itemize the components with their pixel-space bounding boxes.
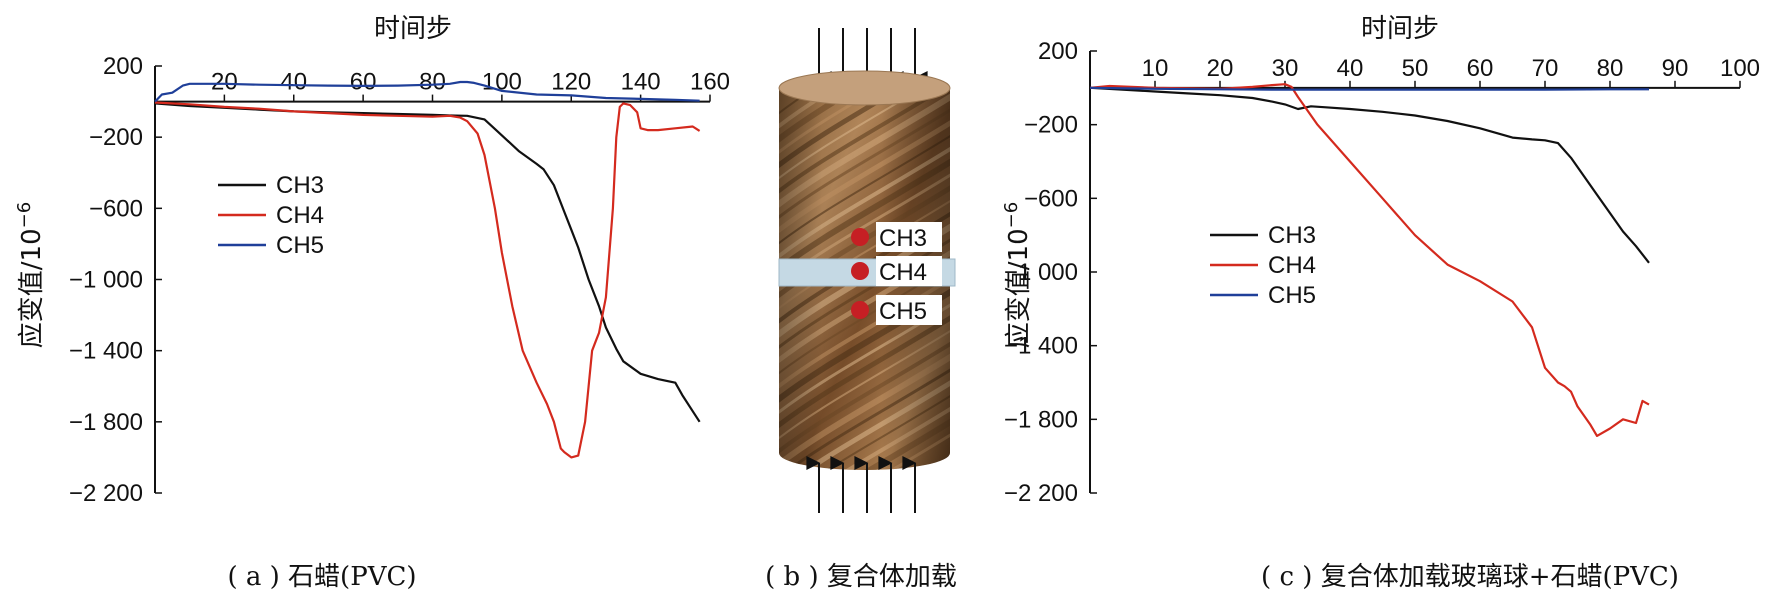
panel-a-x-tick-label: 60 (350, 69, 377, 96)
panel-c-y-tick-label: −2 200 (1004, 480, 1078, 507)
panel-c-x-tick-label: 60 (1467, 55, 1494, 82)
sensor-dot-ch3 (851, 228, 869, 246)
panel-c-series-ch3-line (1089, 86, 1650, 264)
panel-a-caption: ( a ) 石蜡(PVC) (227, 562, 416, 592)
panel-a-y-axis-title-base: 应变值/10 (17, 228, 47, 348)
panel-c-y-tick-label: −200 (1024, 112, 1078, 139)
panel-a-y-tick-label: −1 000 (69, 267, 143, 294)
panel-a-x-tick-label: 140 (621, 69, 661, 96)
sensor-dot-ch5 (851, 301, 869, 319)
panel-c-y-tick-labels: 200 −200 −600 −1 000 −1 400 −1 800 −2 200 (1004, 38, 1078, 507)
panel-c-legend-label-ch5: CH5 (1268, 282, 1316, 309)
panel-c-x-tick-label: 100 (1720, 55, 1760, 82)
panel-c-y-tick-label: −600 (1024, 185, 1078, 212)
panel-a-x-tick-label: 40 (280, 69, 307, 96)
panel-c-x-tick-label: 20 (1207, 55, 1234, 82)
panel-a-legend-label-ch5: CH5 (276, 232, 324, 259)
sensor-label-box-ch5 (876, 295, 942, 325)
panel-c-y-tick-label: −1 000 (1004, 259, 1078, 286)
panel-c-x-axis-title: 时间步 (1361, 14, 1439, 44)
sensor-label-ch4: CH4 (879, 259, 927, 286)
panel-c-x-tick-label: 40 (1337, 55, 1364, 82)
panel-c-series-ch5-line (1089, 86, 1649, 91)
panel-c-x-tick-labels: 10 20 30 40 50 60 70 80 90 100 (1142, 55, 1760, 82)
panel-a-x-tick-label: 160 (690, 69, 730, 96)
panel-c-y-axis-title-base: 应变值/10 (1004, 228, 1034, 348)
sensor-label-box-ch4 (876, 256, 942, 286)
panel-c-caption: ( c ) 复合体加载玻璃球+石蜡(PVC) (1261, 562, 1679, 592)
panel-a-x-tick-label: 80 (419, 69, 446, 96)
panel-a-y-tick-label: −1 400 (69, 338, 143, 365)
panel-c-y-axis-title: 应变值/10−6 (1001, 202, 1034, 348)
bottom-load-arrows (806, 456, 917, 513)
panel-b-caption: ( b ) 复合体加载 (765, 562, 957, 592)
panel-a-y-tick-marks (155, 65, 162, 494)
panel-c-series-lines (1089, 83, 1650, 437)
sensor-label-box-ch3 (876, 222, 942, 252)
panel-c-y-tick-label: 200 (1038, 38, 1078, 65)
panel-a-x-tick-label: 120 (551, 69, 591, 96)
panel-a-legend-label-ch3: CH3 (276, 172, 324, 199)
panel-a-x-tick-label: 20 (211, 69, 238, 96)
panel-c-series-ch4-line (1089, 83, 1650, 437)
sensor-dot-ch4 (851, 262, 869, 280)
panel-a-y-axis-title: 应变值/10−6 (14, 202, 47, 348)
panel-c-y-axis-title-exponent: −6 (1001, 202, 1022, 229)
sensor-label-ch5: CH5 (879, 298, 927, 325)
top-load-arrows (817, 28, 928, 85)
panel-a-y-tick-label: −600 (89, 195, 143, 222)
panel-a-y-tick-label: −2 200 (69, 480, 143, 507)
panel-c-x-tick-label: 30 (1272, 55, 1299, 82)
chart-panel-c: 时间步 10 20 30 40 50 60 70 80 90 100 200 −200 −600 −1 … (1001, 14, 1760, 592)
panel-c-x-tick-label: 80 (1597, 55, 1624, 82)
panel-a-y-tick-label: 200 (103, 53, 143, 80)
cylinder-top-face (778, 70, 951, 106)
panel-c-x-tick-label: 70 (1532, 55, 1559, 82)
panel-a-y-tick-label: −1 800 (69, 409, 143, 436)
panel-c-legend-label-ch3: CH3 (1268, 222, 1316, 249)
panel-c-legend-label-ch4: CH4 (1268, 252, 1316, 279)
panel-c-y-tick-marks (1090, 50, 1097, 494)
specimen-cylinder (778, 70, 956, 470)
panel-c-x-tick-label: 50 (1402, 55, 1429, 82)
panel-a-x-axis-title: 时间步 (374, 14, 452, 44)
panel-a-y-tick-labels: 200 −200 −600 −1 000 −1 400 −1 800 −2 200 (69, 53, 143, 507)
panel-a-y-axis-title-exponent: −6 (14, 202, 35, 229)
sensor-label-ch3: CH3 (879, 225, 927, 252)
panel-a-series-lines (154, 80, 701, 459)
panel-a-series-ch5-line (154, 80, 700, 103)
panel-a-series-ch4-line (154, 101, 701, 459)
panel-a-legend-label-ch4: CH4 (276, 202, 324, 229)
panel-c-x-tick-label: 10 (1142, 55, 1169, 82)
panel-c-x-tick-marks (1154, 80, 1741, 88)
panel-a-series-ch3-line (154, 102, 701, 423)
panel-c-x-tick-label: 90 (1662, 55, 1689, 82)
panel-c-y-tick-label: −1 800 (1004, 406, 1078, 433)
panel-a-y-tick-label: −200 (89, 124, 143, 151)
panel-c-y-tick-label: −1 400 (1004, 333, 1078, 360)
